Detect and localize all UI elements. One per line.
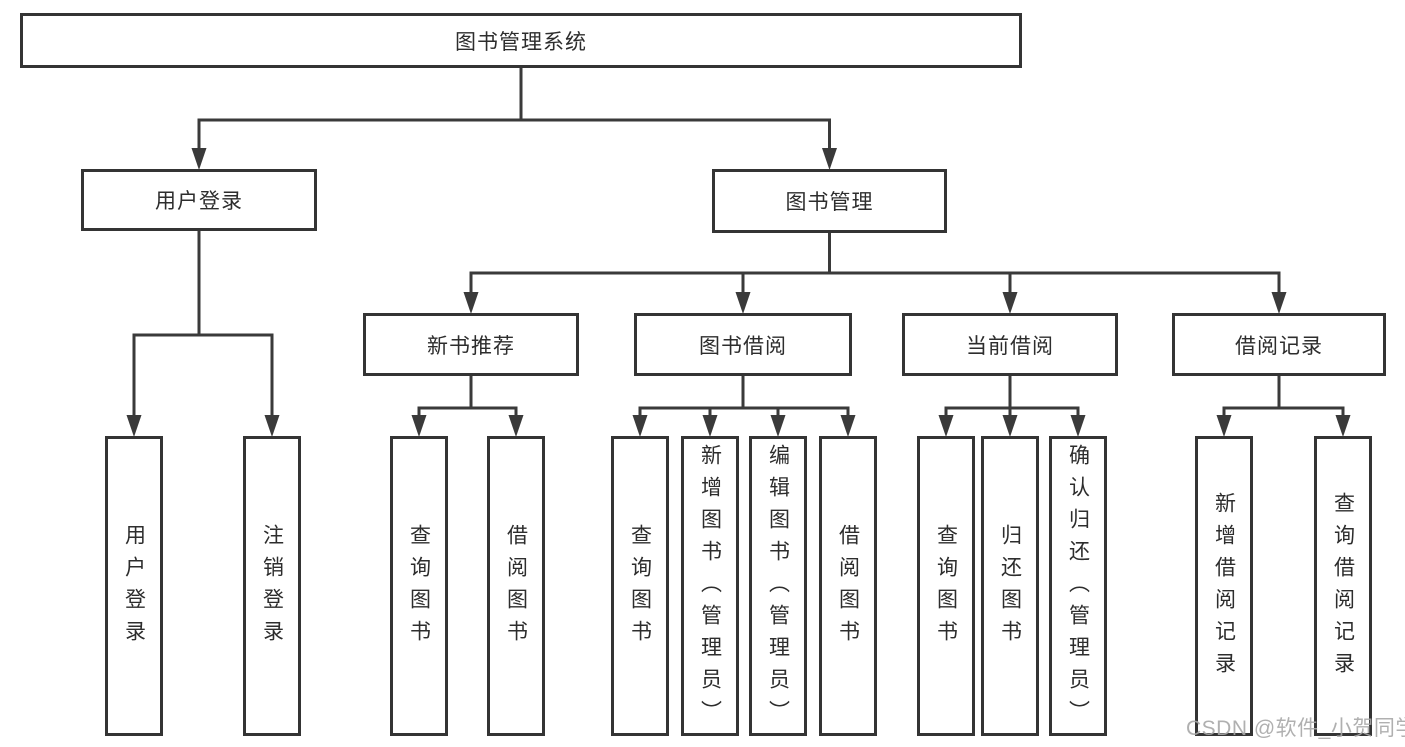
box-leaf-bb-borrow: 借阅图书: [819, 436, 877, 736]
arrowhead-icon: [1070, 415, 1086, 437]
arrowhead-icon: [1271, 292, 1287, 314]
box-leaf-logout: 注销登录: [243, 436, 301, 736]
arrowhead-icon: [508, 415, 524, 437]
arrowhead-icon: [191, 148, 207, 170]
arrowhead-icon: [1335, 415, 1351, 437]
arrowhead-icon: [822, 148, 837, 170]
arrowhead-icon: [126, 415, 142, 437]
arrowhead-icon: [840, 415, 856, 437]
box-leaf-bb-add: 新增图书（管理员）: [681, 436, 739, 736]
box-leaf-cb-query: 查询图书: [917, 436, 975, 736]
arrowhead-icon: [264, 415, 280, 437]
csdn-watermark: CSDN @软件_小贺同学: [1186, 717, 1405, 740]
arrowhead-icon: [770, 415, 786, 437]
box-leaf-nb-borrow: 借阅图书: [487, 436, 545, 736]
arrowhead-icon: [632, 415, 648, 437]
arrowhead-icon: [702, 415, 718, 437]
box-current-borrow: 当前借阅: [902, 313, 1118, 376]
box-leaf-br-add: 新增借阅记录: [1195, 436, 1253, 736]
box-user-login: 用户登录: [81, 169, 317, 231]
arrowhead-icon: [411, 415, 427, 437]
box-leaf-br-query: 查询借阅记录: [1314, 436, 1372, 736]
box-book-borrow: 图书借阅: [634, 313, 852, 376]
arrowhead-icon: [938, 415, 954, 437]
arrowhead-icon: [463, 292, 479, 314]
box-root: 图书管理系统: [20, 13, 1022, 68]
box-leaf-user-login: 用户登录: [105, 436, 163, 736]
box-leaf-bb-edit: 编辑图书（管理员）: [749, 436, 807, 736]
arrowhead-icon: [1002, 292, 1018, 314]
box-leaf-cb-confirm: 确认归还（管理员）: [1049, 436, 1107, 736]
box-leaf-bb-query: 查询图书: [611, 436, 669, 736]
box-leaf-cb-return: 归还图书: [981, 436, 1039, 736]
arrowhead-icon: [735, 292, 751, 314]
arrowhead-icon: [1002, 415, 1018, 437]
box-leaf-nb-query: 查询图书: [390, 436, 448, 736]
box-new-book-rec: 新书推荐: [363, 313, 579, 376]
arrowhead-icon: [1216, 415, 1232, 437]
box-borrow-records: 借阅记录: [1172, 313, 1386, 376]
box-book-mgmt: 图书管理: [712, 169, 947, 233]
